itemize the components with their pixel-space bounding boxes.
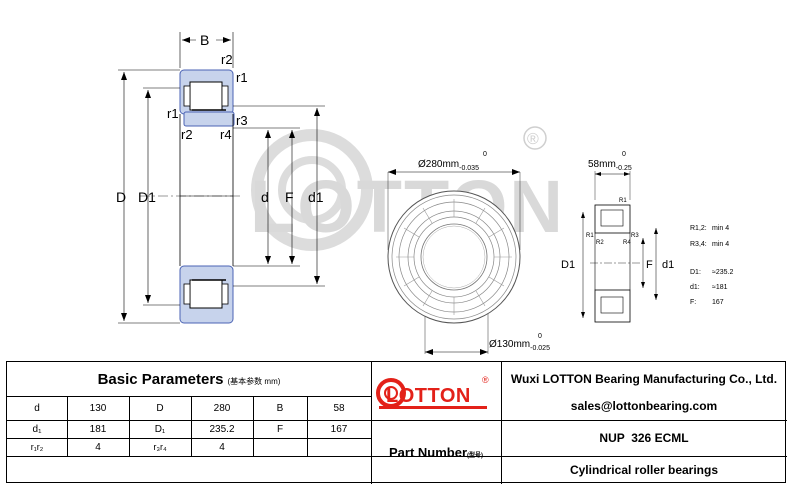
spec-label-3: d1: — [690, 284, 700, 291]
center-front-view: Ø280mm-0.035 0 Ø130mm-0.025 0 — [387, 151, 550, 355]
lotton-logo-mark: LOTTON ® — [376, 375, 489, 409]
label-r4-mid: r4 — [220, 127, 232, 142]
param-value-D: 280 — [213, 402, 231, 414]
label-D: D — [116, 189, 126, 205]
table-title-unit: (基本参数 mm) — [227, 376, 281, 386]
inner-tol-top: 0 — [538, 333, 542, 340]
param-value-d1: 181 — [89, 423, 107, 435]
param-label-r3r4: r₃r₄ — [153, 442, 167, 452]
param-label-r1r2: r₁r₂ — [30, 442, 44, 452]
param-value-B: 58 — [333, 402, 345, 414]
right-label-R1-left: R1 — [586, 233, 594, 239]
label-d: d — [261, 189, 269, 205]
param-value-r1r2: 4 — [95, 441, 101, 453]
label-d1: d1 — [308, 189, 324, 205]
part-number-label-sub: (型号) — [467, 453, 484, 459]
right-label-R4: R4 — [623, 240, 631, 246]
param-label-d: d — [34, 402, 40, 414]
param-value-D1: 235.2 — [209, 423, 235, 435]
right-label-R2: R2 — [596, 240, 604, 246]
company-name: Wuxi LOTTON Bearing Manufacturing Co., L… — [510, 372, 778, 386]
spec-label-0: R1,2: — [690, 225, 707, 232]
param-label-D: D — [156, 402, 164, 414]
right-label-d1: d1 — [662, 259, 674, 271]
part-number-label-text: Part Number — [388, 444, 468, 460]
spec-label-2: D1: — [690, 269, 701, 276]
spec-value-1: min 4 — [712, 241, 729, 248]
param-value-F: 167 — [330, 423, 348, 435]
label-F: F — [285, 189, 294, 205]
logo-registered: ® — [482, 375, 489, 385]
param-label-d1: d₁ — [32, 423, 42, 435]
param-label-empty — [253, 438, 307, 456]
label-r2-top: r2 — [221, 52, 233, 67]
part-number-label: Part Number (型号) — [371, 420, 501, 484]
right-spec-list: R1,2: min 4 R3,4: min 4 D1: ≈235.2 d1: ≈… — [690, 225, 733, 306]
label-r1-left: r1 — [167, 106, 179, 121]
label-D1: D1 — [138, 189, 156, 205]
spec-value-4: 167 — [712, 299, 724, 306]
label-r3-mid: r3 — [236, 113, 248, 128]
spec-value-3: ≈181 — [712, 284, 728, 291]
table-title: Basic Parameters (基本参数 mm) — [7, 362, 371, 396]
param-label-F: F — [276, 423, 284, 435]
logo-text: LOTTON — [386, 385, 471, 407]
company-logo: LOTTON ® — [371, 362, 501, 420]
inner-dim-label: Ø130mm-0.025 — [489, 339, 550, 352]
outer-tol-top: 0 — [483, 151, 487, 158]
right-label-D1: D1 — [561, 259, 575, 271]
param-value-r3r4: 4 — [219, 441, 225, 453]
right-label-R1-top: R1 — [619, 198, 627, 204]
right-label-R3: R3 — [631, 233, 639, 239]
param-value-d: 130 — [89, 402, 107, 414]
right-width-tol-top: 0 — [622, 151, 626, 158]
outer-dim-label: Ø280mm-0.035 — [418, 159, 479, 172]
right-section-drawing: 58mm-0.25 0 R1 R1 R2 R4 R3 D1 F d1 R1,2:… — [561, 151, 733, 323]
table-title-text: Basic Parameters — [97, 370, 224, 388]
label-r1-top: r1 — [236, 70, 248, 85]
bearing-drawing: LOTTON ® — [116, 30, 733, 355]
company-email[interactable]: sales@lottonbearing.com — [570, 399, 718, 413]
parameters-table: Basic Parameters (基本参数 mm) d 130 D 280 B… — [6, 361, 787, 484]
param-value-empty — [307, 438, 371, 456]
label-r2-mid: r2 — [181, 127, 193, 142]
watermark-registered: ® — [527, 131, 539, 148]
left-section-drawing: B r2 r1 r1 r2 r4 r3 D D1 d F d1 — [116, 30, 325, 324]
spec-label-4: F: — [690, 299, 696, 306]
right-width-dim: 58mm-0.25 — [588, 159, 632, 172]
spec-value-0: min 4 — [712, 225, 729, 232]
spec-value-2: ≈235.2 — [712, 269, 733, 276]
param-label-B: B — [276, 402, 284, 414]
part-number-value: NUP 326 ECML — [599, 431, 689, 445]
param-label-D1: D₁ — [154, 423, 166, 435]
right-label-F: F — [646, 259, 653, 271]
bearing-type: Cylindrical roller bearings — [569, 463, 719, 477]
spec-label-1: R3,4: — [690, 241, 707, 248]
label-B: B — [200, 32, 209, 48]
